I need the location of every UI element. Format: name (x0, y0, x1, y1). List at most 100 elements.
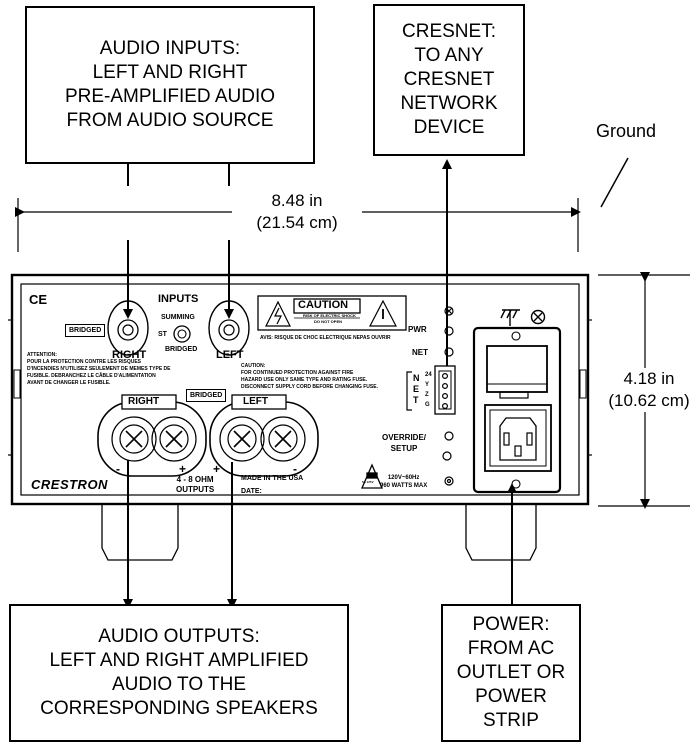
plus-sign: + (213, 462, 221, 476)
ohm-line: 4 - 8 OHM (176, 475, 214, 484)
input-jacks (107, 300, 250, 356)
output-terminals (97, 394, 319, 477)
left-output-label: LEFT (243, 396, 268, 407)
callout-line: FROM AC (467, 638, 555, 659)
net-letter: T (413, 395, 419, 405)
indicators (406, 306, 456, 486)
override-line: OVERRIDE/ (382, 433, 427, 442)
caution-label (257, 295, 407, 331)
height-inches: 4.18 in (623, 369, 675, 388)
net-pin-label: Y (425, 382, 430, 388)
ohm-outputs-label: 4 - 8 OHM OUTPUTS (176, 475, 214, 495)
bridged-box-label-2: BRIDGED (186, 389, 227, 402)
width-inches: 8.48 in (271, 191, 323, 210)
ce-mark: CE (29, 292, 48, 307)
net-pin-label: 24 (425, 372, 432, 378)
caution-line: FOR CONTINUED PROTECTION AGAINST FIRE (241, 370, 354, 376)
right-input-jack (117, 319, 139, 341)
summing-label: SUMMING (161, 314, 195, 321)
callout-line: POWER: (472, 614, 550, 635)
ohm-line: OUTPUTS (176, 485, 215, 494)
net-led (444, 347, 454, 357)
net-pin-label: Z (425, 392, 429, 398)
net-letter: N (413, 373, 420, 383)
minus-sign: - (116, 462, 120, 476)
crestron-logo: CRESTRON (31, 477, 108, 492)
callout-line: TO ANY (414, 45, 484, 66)
override-line: SETUP (390, 444, 418, 453)
pwr-label: PWR (408, 325, 427, 334)
voltage-line: 120V~60Hz (387, 475, 420, 481)
audio-outputs-callout: AUDIO OUTPUTS: LEFT AND RIGHT AMPLIFIED … (9, 604, 349, 742)
chassis-feet (101, 500, 537, 561)
pwr-led (444, 326, 454, 336)
callout-line: NETWORK (400, 93, 498, 114)
ground-symbol (500, 309, 546, 326)
voltage-rating: 120V~60Hz 960 WATTS MAX (380, 474, 427, 490)
made-in-usa: MADE IN THE USA (241, 475, 304, 482)
callout-line: AUDIO TO THE (111, 674, 247, 695)
attention-line: POUR LA PROTECTION CONTRE LES RISQUES (27, 359, 141, 365)
fuse-triangle (361, 463, 383, 489)
callout-line: OUTLET OR (456, 662, 566, 683)
callout-line: STRIP (483, 710, 539, 731)
caution-title: CAUTION (298, 299, 349, 311)
override-led (444, 431, 454, 441)
summing-switch (173, 325, 191, 343)
callout-line: POWER (475, 686, 547, 707)
caution-line: DISCONNECT SUPPLY CORD BEFORE CHANGING F… (241, 384, 378, 390)
callout-line: PRE-AMPLIFIED AUDIO (64, 86, 276, 107)
net-letter: E (413, 384, 420, 394)
callout-line: CRESNET: (402, 21, 496, 42)
callout-line: FROM AUDIO SOURCE (66, 110, 274, 131)
net-pin-label: G (425, 402, 430, 408)
plus-sign: + (179, 462, 187, 476)
power-inlet (472, 326, 562, 494)
fuse-rating: 5A 125V (362, 480, 374, 484)
caution-sub-1: RISK OF ELECTRIC SHOCK (303, 313, 356, 318)
callout-line: AUDIO OUTPUTS: (98, 626, 260, 647)
bridged-box-label: BRIDGED (65, 324, 106, 337)
bridged-switch-label: BRIDGED (165, 346, 198, 353)
override-setup-label: OVERRIDE/ SETUP (382, 432, 426, 454)
height-dimension-label: 4.18 in (10.62 cm) (600, 368, 698, 412)
minus-sign: - (293, 462, 297, 476)
callout-line: LEFT AND RIGHT (92, 62, 248, 83)
callout-line: DEVICE (413, 117, 485, 138)
net-vertical-label: N E T (413, 373, 420, 406)
setup-button (442, 451, 452, 461)
width-cm: (21.54 cm) (256, 213, 338, 232)
iec-socket (484, 404, 552, 472)
attention-line: FUSIBLE. DEBRANCHEZ LE CÂBLE D'ALIMENTAT… (27, 373, 156, 379)
connection-arrows (123, 159, 517, 609)
cresnet-connector (434, 365, 456, 415)
left-input-label: LEFT (216, 349, 244, 361)
caution-text: CAUTION: FOR CONTINUED PROTECTION AGAINS… (241, 363, 378, 391)
cresnet-callout: CRESNET: TO ANY CRESNET NETWORK DEVICE (373, 4, 525, 156)
right-input-label: RIGHT (112, 349, 147, 361)
ground-label: Ground (596, 121, 657, 141)
power-callout: POWER: FROM AC OUTLET OR POWER STRIP (441, 604, 581, 742)
attention-line: ATTENTION: (27, 352, 57, 358)
net-pin-labels: 24 Y Z G (425, 370, 432, 410)
left-input-jack (218, 319, 240, 341)
callout-line: AUDIO INPUTS: (99, 38, 241, 59)
height-cm: (10.62 cm) (608, 391, 690, 410)
right-output-label: RIGHT (128, 396, 160, 407)
caution-sub-2: DO NOT OPEN (314, 319, 343, 324)
date-label: DATE: (241, 488, 262, 495)
caution-line: CAUTION: (241, 363, 266, 369)
attention-line: D'INCENDIES N'UTILISEZ SEULEMENT DE MEME… (27, 366, 171, 372)
ground-pointer-line (600, 157, 629, 208)
caution-line: HAZARD USE ONLY SAME TYPE AND RATING FUS… (241, 377, 368, 383)
inputs-label: INPUTS (158, 293, 199, 305)
callout-line: CORRESPONDING SPEAKERS (40, 698, 318, 719)
attention-line: AVANT DE CHANGER LE FUSIBLE. (27, 380, 111, 386)
callout-line: CRESNET (403, 69, 495, 90)
st-label: ST (158, 331, 167, 338)
voltage-line: 960 WATTS MAX (380, 483, 428, 489)
callout-line: LEFT AND RIGHT AMPLIFIED (49, 650, 309, 671)
attention-text: ATTENTION: POUR LA PROTECTION CONTRE LES… (27, 352, 171, 387)
